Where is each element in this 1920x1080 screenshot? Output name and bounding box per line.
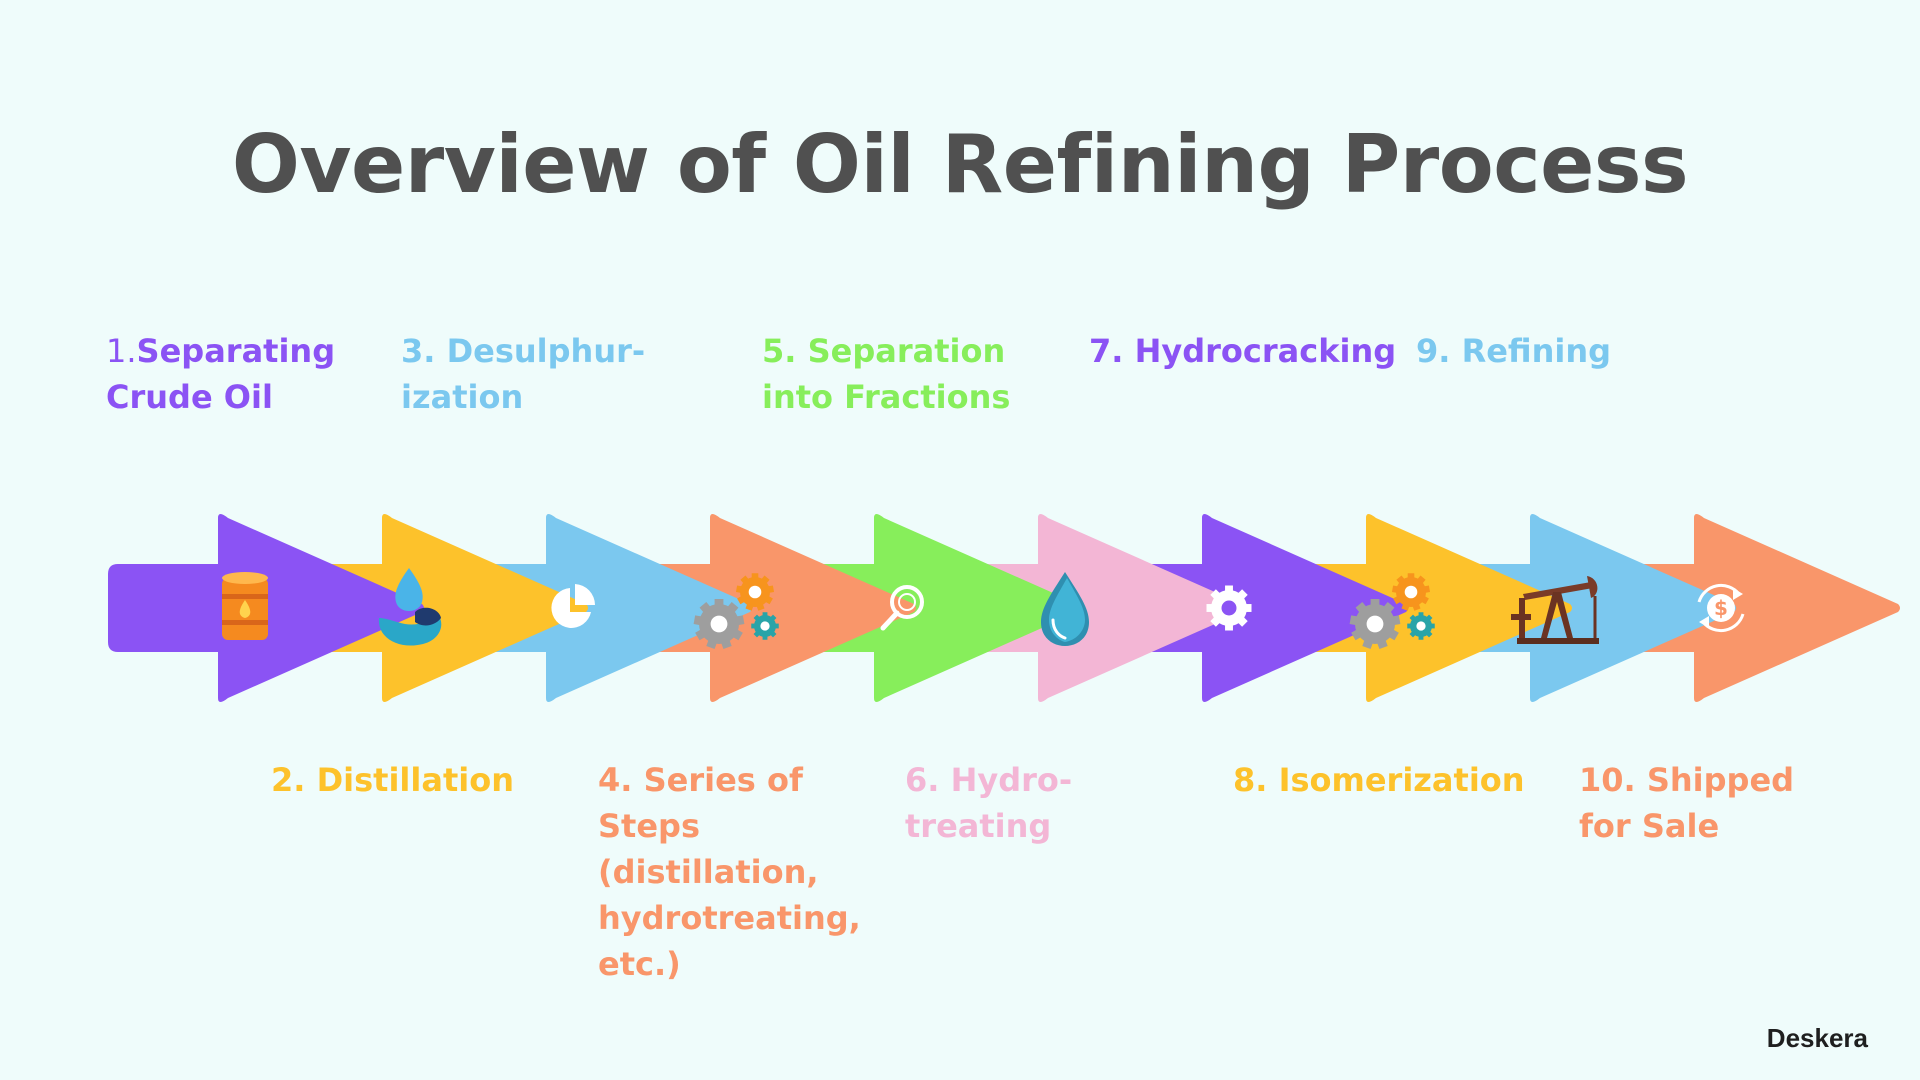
magnifier-icon	[880, 585, 924, 631]
step-label-4: 4. Series of Steps (distillation, hydrot…	[598, 761, 861, 983]
step-label-5: 5. Separation into Fractions	[762, 332, 1011, 416]
step-label-1: 1.Separating Crude Oil	[106, 332, 336, 416]
page-title: Overview of Oil Refining Process	[231, 118, 1689, 211]
step-label-6: 6. Hydro- treating	[905, 761, 1073, 845]
drop-icon	[1041, 572, 1089, 646]
deskera-logo: Deskera	[1766, 1023, 1868, 1053]
gears-icon	[1349, 573, 1435, 649]
step-label-7: 7. Hydrocracking	[1089, 332, 1397, 370]
gear-icon	[1206, 585, 1252, 631]
dollar-cycle-icon: $	[1697, 583, 1745, 633]
oil-pumpjack-icon	[1511, 576, 1599, 644]
pie-chart-icon	[551, 584, 595, 628]
gears-icon	[693, 573, 779, 649]
svg-text:$: $	[1714, 596, 1728, 620]
arrow-step-9	[1420, 514, 1736, 702]
oil-barrel-icon	[222, 572, 268, 640]
step-label-8: 8. Isomerization	[1233, 761, 1525, 799]
arrow-step-2	[272, 514, 588, 702]
water-drop-hand-icon	[378, 568, 442, 646]
step-label-10: 10. Shipped for Sale	[1579, 761, 1795, 845]
arrow-step-10	[1584, 514, 1900, 702]
arrow-step-3	[436, 514, 752, 702]
step-label-9: 9. Refining	[1416, 332, 1612, 370]
step-label-3: 3. Desulphur- ization	[401, 332, 646, 416]
step-label-2: 2. Distillation	[271, 761, 514, 799]
